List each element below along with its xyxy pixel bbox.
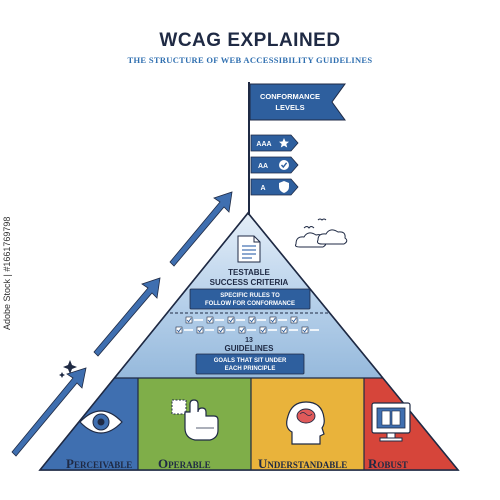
testable-title-line1: TESTABLE (228, 268, 270, 277)
testable-desc-box: SPECIFIC RULES TO FOLLOW FOR CONFORMANCE (189, 288, 311, 310)
check-icon (281, 327, 287, 333)
level-label-a: A (260, 185, 265, 192)
checkbox-mark (280, 326, 288, 334)
check-icon (302, 327, 308, 333)
flag-label-line2: LEVELS (275, 103, 304, 112)
stock-id-watermark: Adobe Stock | #1661769798 (2, 216, 12, 330)
checkbox-mark (269, 316, 277, 324)
hand-pointer-icon (171, 399, 219, 441)
shield-icon (279, 181, 289, 193)
checkbox-mark (206, 316, 214, 324)
checkbox-mark (185, 316, 193, 324)
check-icon (291, 317, 297, 323)
check-icon (176, 327, 182, 333)
testable-desc-line1: SPECIFIC RULES TO (220, 293, 280, 299)
guidelines-count: 13 (245, 337, 253, 344)
principle-label-perceivable: PERCEIVABLE (66, 456, 132, 471)
check-icon (249, 317, 255, 323)
head-brain-icon (286, 401, 325, 445)
checkbox-mark (227, 316, 235, 324)
page-title: WCAG EXPLAINED (159, 30, 341, 51)
eye-icon (79, 410, 123, 434)
checkbox-mark (290, 316, 298, 324)
checkbox-mark (196, 326, 204, 334)
checkbox-mark (238, 326, 246, 334)
level-tag-aa: AA (250, 156, 299, 174)
conformance-flag: CONFORMANCE LEVELS (249, 83, 346, 121)
star-icon (279, 138, 289, 148)
sparkle-icon (59, 360, 77, 378)
check-icon (270, 317, 276, 323)
check-icon (228, 317, 234, 323)
ascending-arrows (11, 191, 233, 457)
monitor-icon (371, 402, 411, 442)
page-subtitle: THE STRUCTURE OF WEB ACCESSIBILITY GUIDE… (127, 55, 373, 65)
guidelines-desc-box: GOALS THAT SIT UNDER EACH PRINCIPLE (195, 353, 305, 375)
testable-desc-line2: FOLLOW FOR CONFORMANCE (205, 301, 295, 307)
flag-label-line1: CONFORMANCE (260, 92, 320, 101)
bird-icon (303, 218, 327, 229)
checkbox-mark (217, 326, 225, 334)
principle-label-operable: OPERABLE (158, 456, 211, 471)
check-icon (260, 327, 266, 333)
checkbox-mark (301, 326, 309, 334)
check-icon (186, 317, 192, 323)
check-icon (218, 327, 224, 333)
check-icon (239, 327, 245, 333)
check-icon (197, 327, 203, 333)
level-tag-aaa: AAA (250, 134, 299, 152)
principle-label-robust: ROBUST (368, 456, 408, 471)
principle-label-understandable: UNDERSTANDABLE (258, 456, 347, 471)
guidelines-title: GUIDELINES (225, 344, 275, 353)
guidelines-desc-line1: GOALS THAT SIT UNDER (214, 358, 287, 364)
checkbox-rows (175, 316, 319, 334)
checkbox-mark (175, 326, 183, 334)
level-label-aaa: AAA (256, 141, 271, 148)
checkbox-mark (248, 316, 256, 324)
testable-title-line2: SUCCESS CRITERIA (210, 278, 289, 287)
level-label-aa: AA (258, 163, 268, 170)
cloud-icon (295, 229, 348, 248)
guidelines-desc-line2: EACH PRINCIPLE (225, 366, 276, 372)
document-icon (237, 235, 261, 263)
check-icon (207, 317, 213, 323)
checkbox-mark (259, 326, 267, 334)
level-tag-a: A (250, 178, 299, 196)
